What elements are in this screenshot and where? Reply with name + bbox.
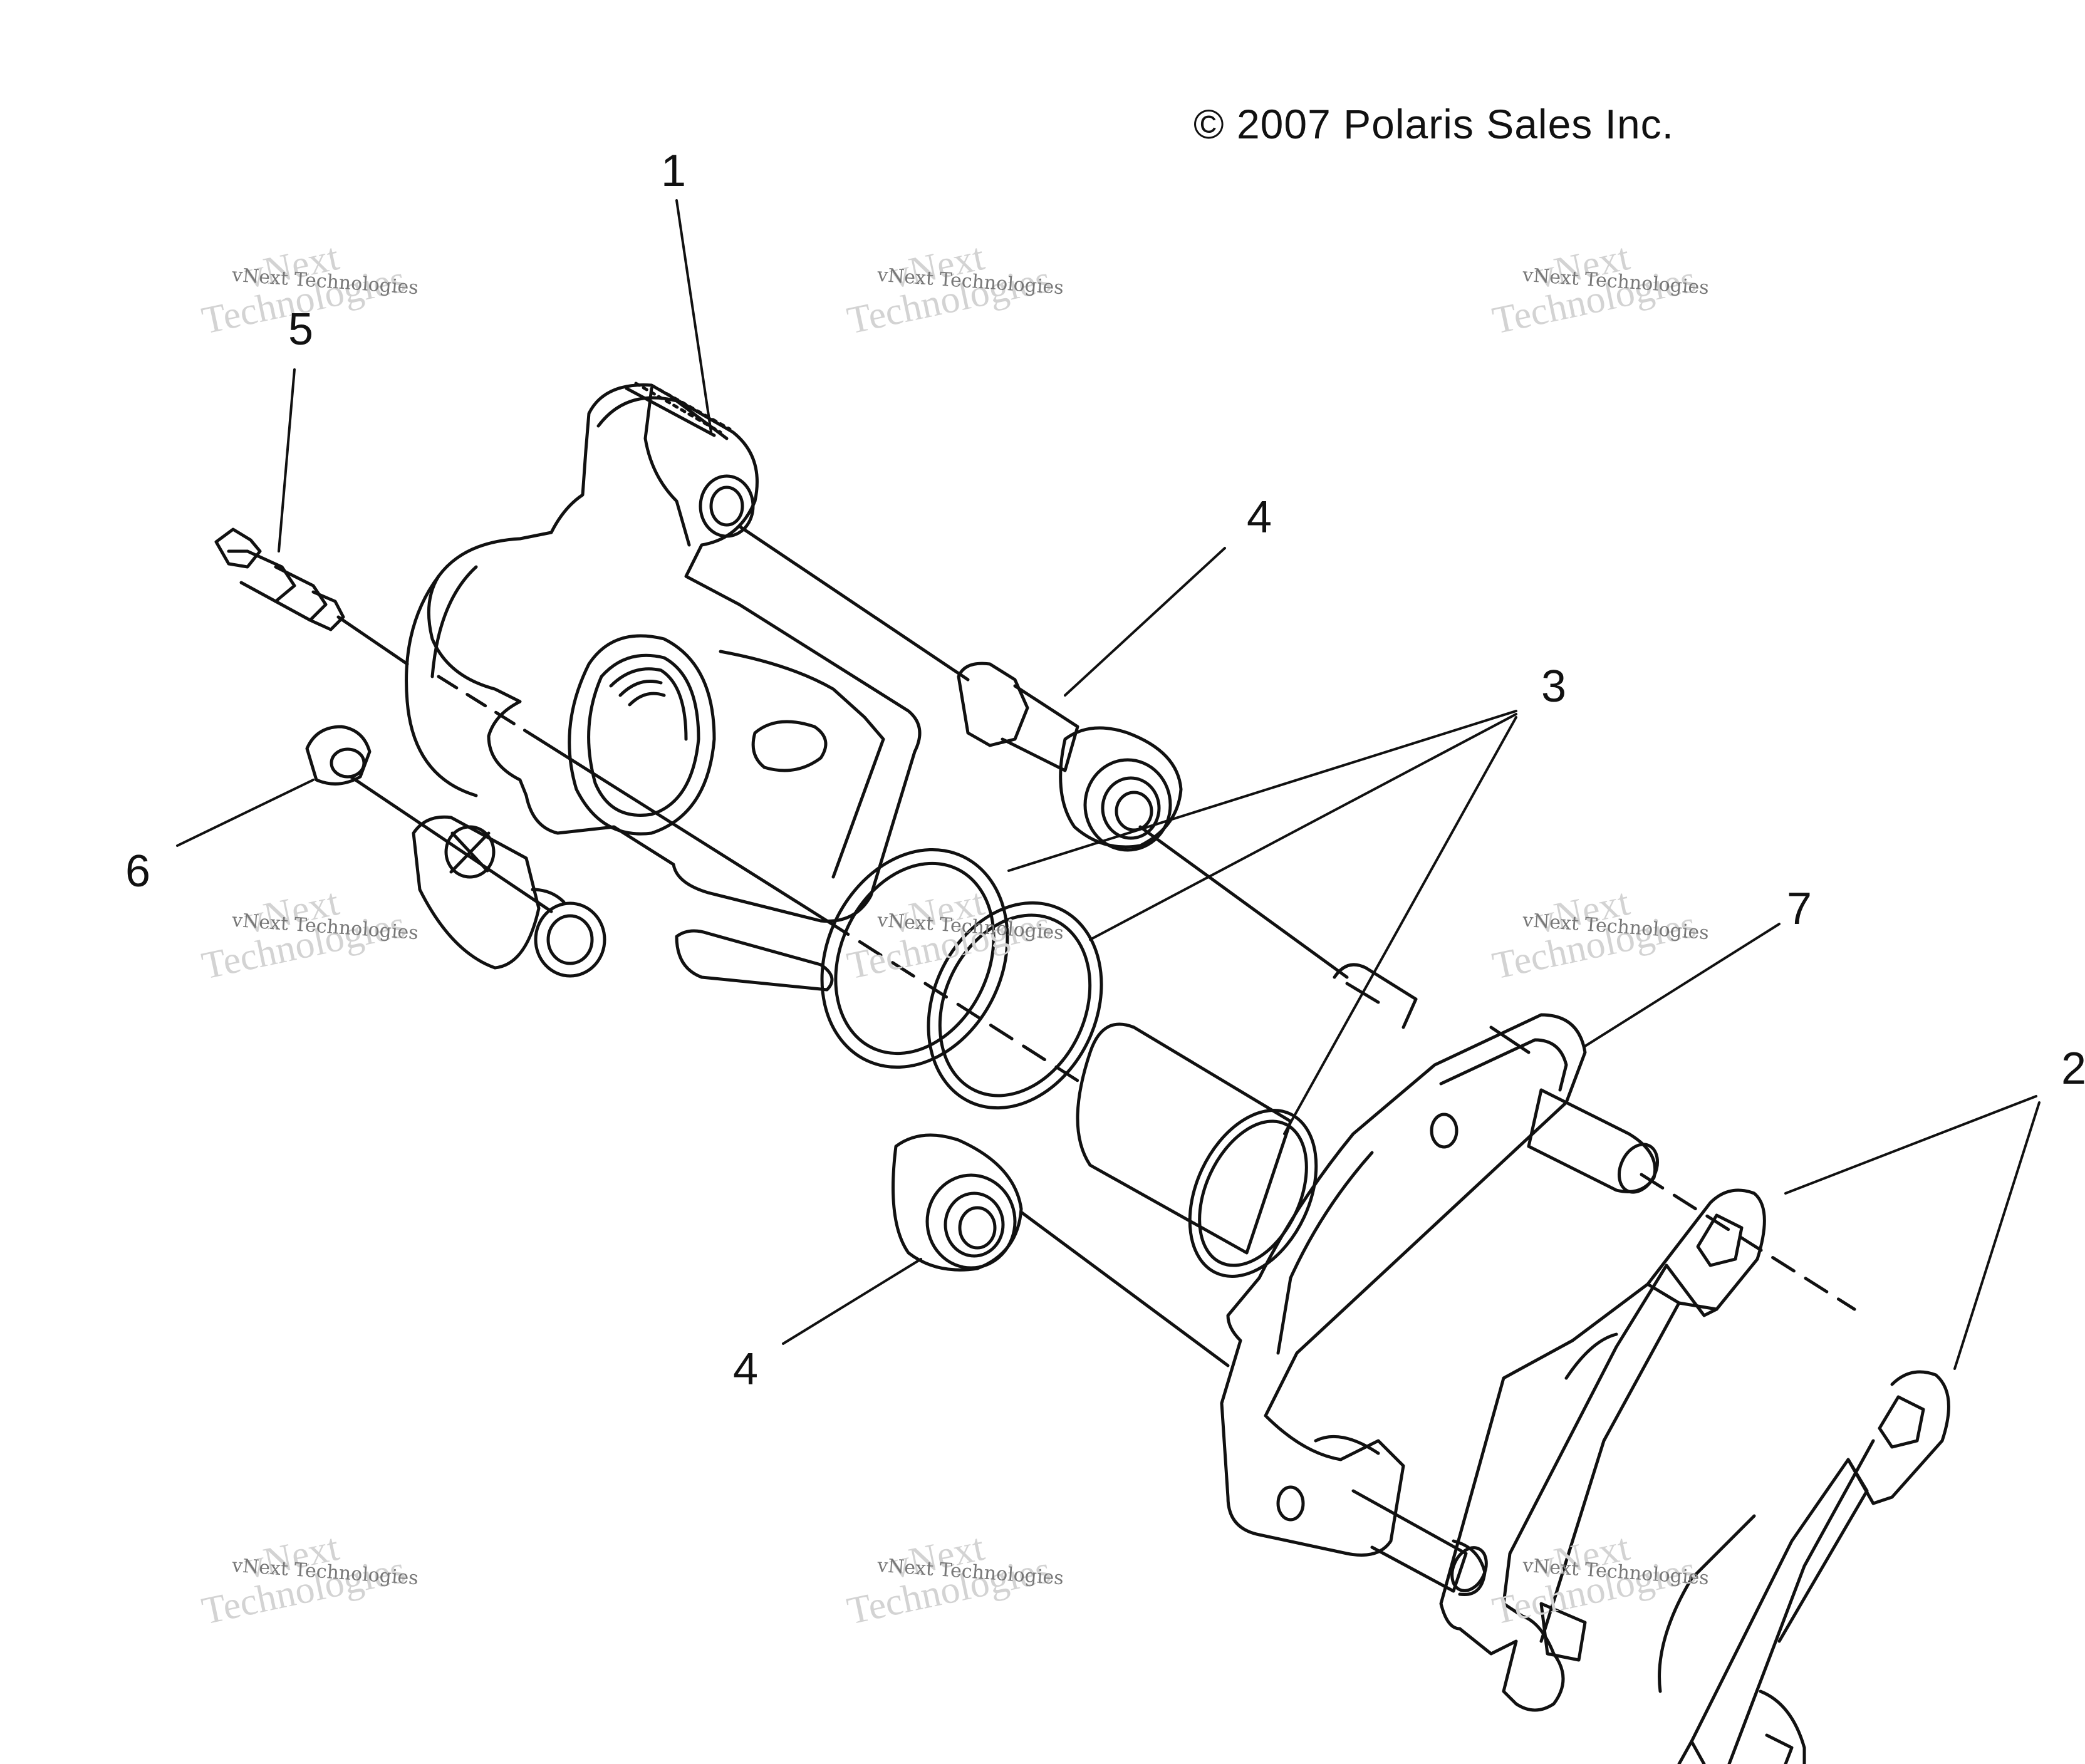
leader-lines bbox=[176, 199, 2041, 1370]
brake-pad-inner bbox=[1439, 1188, 1766, 1712]
callout-7: 7 bbox=[1787, 884, 1812, 934]
bleeder-screw bbox=[214, 527, 345, 631]
assembly-axis-lines bbox=[336, 524, 1856, 1367]
callout-6: 6 bbox=[125, 846, 151, 896]
piston-seal-outer bbox=[820, 848, 1009, 1069]
piston-seal-inner bbox=[927, 901, 1103, 1110]
caliper-bracket bbox=[1220, 963, 1659, 1597]
brake-pad-outer bbox=[1658, 1370, 1950, 1764]
callout-4-lower: 4 bbox=[733, 1344, 759, 1394]
callout-3: 3 bbox=[1541, 662, 1567, 712]
callout-2: 2 bbox=[2061, 1044, 2085, 1094]
caliper-body bbox=[405, 381, 922, 992]
callout-1: 1 bbox=[661, 146, 687, 196]
callout-5: 5 bbox=[288, 304, 314, 355]
callout-4-upper: 4 bbox=[1247, 492, 1272, 542]
dust-cap bbox=[305, 725, 372, 786]
copyright-notice: © 2007 Polaris Sales Inc. bbox=[1193, 101, 1675, 147]
guide-pin-lower bbox=[892, 1133, 1023, 1272]
